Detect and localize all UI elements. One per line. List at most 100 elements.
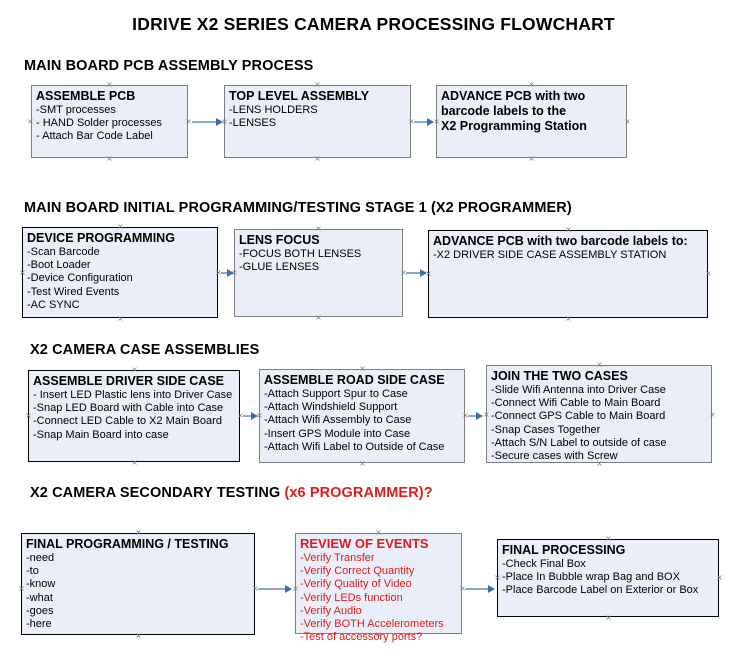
connection-point-icon — [315, 314, 322, 321]
box-line: -Attach Wifi Label to Outside of Case — [264, 440, 445, 453]
box-advance-pcb-to-driver-side-case-assembly[interactable]: ADVANCE PCB with two barcode labels to: … — [428, 230, 708, 318]
connection-point-icon — [106, 81, 113, 88]
arrowhead-icon — [251, 412, 258, 420]
box-lens-focus[interactable]: LENS FOCUS -FOCUS BOTH LENSES -GLUE LENS… — [234, 229, 403, 317]
box-title: DEVICE PROGRAMMING — [27, 231, 175, 245]
connection-point-icon — [359, 365, 366, 372]
box-title: ADVANCE PCB with two barcode labels to: — [433, 234, 688, 248]
connection-point-icon — [18, 585, 25, 592]
box-assemble-pcb[interactable]: ASSEMBLE PCB -SMT processes - HAND Solde… — [31, 85, 188, 158]
box-line: -Attach Support Spur to Case — [264, 388, 408, 400]
box-line: -Snap Main Board into case — [33, 428, 169, 441]
connection-point-icon — [425, 270, 432, 277]
box-line-overflow: -Test of accessory ports? — [300, 631, 423, 644]
box-line: -Verify Transfer — [300, 552, 375, 564]
box-line: -X2 DRIVER SIDE CASE ASSEMBLY STATION — [433, 249, 667, 261]
box-line: - Insert LED Plastic lens into Driver Ca… — [33, 389, 233, 401]
box-device-programming[interactable]: DEVICE PROGRAMMING -Scan Barcode -Boot L… — [22, 227, 218, 318]
connection-point-icon — [596, 460, 603, 467]
connection-point-icon — [117, 223, 124, 230]
connection-point-icon — [624, 118, 631, 125]
connector-arrow — [414, 118, 434, 126]
connection-point-icon — [315, 225, 322, 232]
connection-point-icon — [292, 585, 299, 592]
box-title: ASSEMBLE ROAD SIDE CASE — [264, 373, 445, 387]
connection-point-icon — [27, 118, 34, 125]
box-top-level-assembly[interactable]: TOP LEVEL ASSEMBLY -LENS HOLDERS -LENSES — [224, 85, 411, 158]
connector-arrow — [465, 585, 495, 593]
connection-point-icon — [596, 361, 603, 368]
box-title-line-3: X2 Programming Station — [441, 119, 587, 133]
connection-point-icon — [565, 226, 572, 233]
connection-point-icon — [256, 412, 263, 419]
box-line: -Place Barcode Label on Exterior or Box — [502, 584, 699, 597]
connection-point-icon — [106, 155, 113, 162]
section-heading-text: X2 CAMERA SECONDARY TESTING — [30, 485, 285, 501]
box-title: FINAL PROCESSING — [502, 543, 626, 557]
box-line: -FOCUS BOTH LENSES — [239, 248, 362, 260]
box-line: -GLUE LENSES — [239, 261, 320, 274]
box-line: -Verify BOTH Accelerometers — [300, 618, 444, 631]
connection-point-icon — [221, 118, 228, 125]
box-line: -Attach S/N Label to outside of case — [491, 436, 667, 449]
section-heading-text: MAIN BOARD INITIAL PROGRAMMING/TESTING S… — [24, 200, 572, 216]
box-line: - HAND Solder processes — [36, 117, 162, 130]
box-title: ASSEMBLE PCB — [36, 89, 136, 103]
arrowhead-icon — [285, 585, 292, 593]
section-heading-x2-camera-case-assemblies: X2 CAMERA CASE ASSEMBLIES — [30, 342, 259, 358]
box-line: -Snap Cases Together — [491, 423, 601, 436]
box-line: -Check Final Box — [502, 558, 586, 570]
connection-point-icon — [131, 459, 138, 466]
box-line: -Verify Correct Quantity — [300, 565, 415, 578]
connection-point-icon — [705, 270, 712, 277]
box-final-programming-testing[interactable]: FINAL PROGRAMMING / TESTING -need -to -k… — [21, 533, 255, 635]
box-line: -SMT processes — [36, 104, 116, 116]
box-join-the-two-cases[interactable]: JOIN THE TWO CASES -Slide Wifi Antenna i… — [486, 365, 712, 463]
box-line: -Insert GPS Module into Case — [264, 427, 411, 440]
connection-point-icon — [483, 411, 490, 418]
box-line: -LENS HOLDERS — [229, 104, 318, 116]
connection-point-icon — [605, 535, 612, 542]
connection-point-icon — [528, 155, 535, 162]
section-heading-text: X2 CAMERA CASE ASSEMBLIES — [30, 342, 260, 358]
connection-point-icon — [528, 81, 535, 88]
box-line: -know — [26, 578, 56, 591]
box-line: -Test Wired Events — [27, 285, 120, 298]
connection-point-icon — [375, 529, 382, 536]
connection-point-icon — [25, 412, 32, 419]
box-assemble-road-side-case[interactable]: ASSEMBLE ROAD SIDE CASE -Attach Support … — [259, 369, 465, 463]
box-title: ASSEMBLE DRIVER SIDE CASE — [33, 374, 225, 388]
connector-arrow — [468, 412, 483, 420]
box-title-line-1: ADVANCE PCB with two — [441, 89, 586, 103]
box-advance-pcb-to-x2-programming-station[interactable]: ADVANCE PCB with two barcode labels to t… — [436, 85, 627, 158]
connection-point-icon — [605, 614, 612, 621]
box-line: -Verify Quality of Video — [300, 578, 412, 591]
connector-arrow — [192, 118, 223, 126]
box-line: - Attach Bar Code Label — [36, 130, 153, 143]
connection-point-icon — [135, 529, 142, 536]
box-review-of-events[interactable]: REVIEW OF EVENTS -Verify Transfer -Verif… — [295, 533, 462, 643]
box-line: -Connect LED Cable to X2 Main Board — [33, 415, 222, 428]
connection-point-icon — [19, 269, 26, 276]
section-heading-text: MAIN BOARD PCB ASSEMBLY PROCESS — [24, 58, 314, 74]
section-heading-accent: (x6 PROGRAMMER)? — [284, 485, 433, 501]
connection-point-icon — [565, 315, 572, 322]
box-line: -Secure cases with Screw — [491, 450, 618, 463]
box-line: -Verify Audio — [300, 604, 362, 617]
connection-point-icon — [494, 574, 501, 581]
box-line: -Slide Wifi Antenna into Driver Case — [491, 384, 666, 396]
connection-point-icon — [185, 118, 192, 125]
box-line: -to — [26, 565, 39, 578]
box-line: -what — [26, 591, 53, 604]
box-title: JOIN THE TWO CASES — [491, 369, 628, 383]
connection-point-icon — [359, 460, 366, 467]
arrowhead-icon — [488, 585, 495, 593]
box-line: -Verify LEDs function — [300, 591, 403, 604]
connection-point-icon — [314, 155, 321, 162]
box-line: -Device Configuration — [27, 272, 133, 285]
box-assemble-driver-side-case[interactable]: ASSEMBLE DRIVER SIDE CASE - Insert LED P… — [28, 370, 240, 462]
connector-arrow — [243, 412, 258, 420]
page-title: IDRIVE X2 SERIES CAMERA PROCESSING FLOWC… — [132, 14, 615, 34]
box-final-processing[interactable]: FINAL PROCESSING -Check Final Box -Place… — [497, 539, 719, 617]
